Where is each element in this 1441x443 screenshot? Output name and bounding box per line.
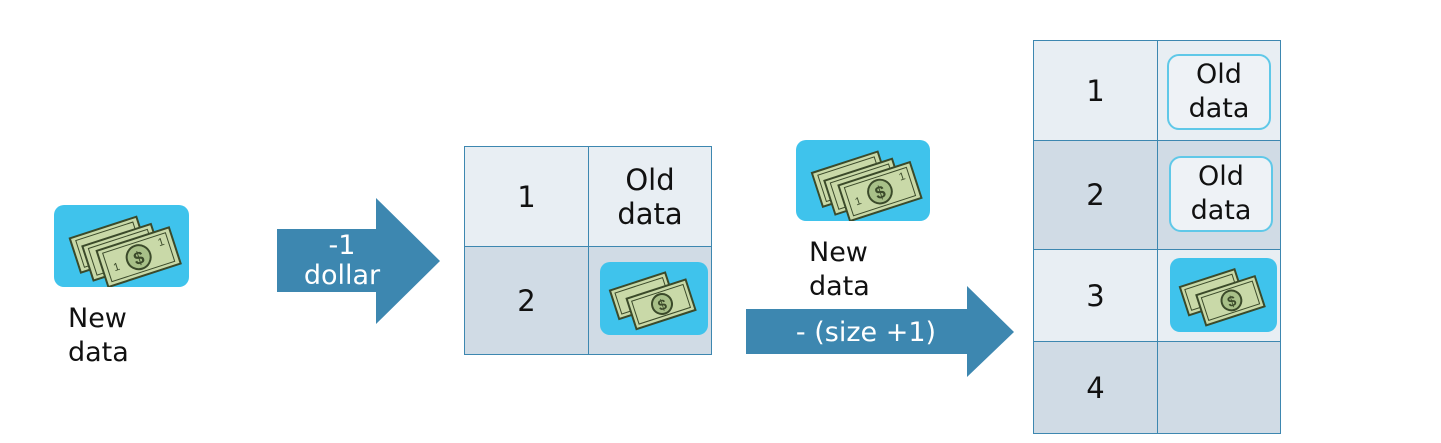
table-index-cell: 2 (1033, 140, 1158, 250)
table-index-cell: 4 (1033, 341, 1158, 434)
money-icon: $ 1 1 (54, 205, 189, 287)
new-data-label: New data (68, 303, 129, 368)
money-icon: $ (1170, 258, 1277, 332)
old-data-box: Old data (1167, 54, 1271, 130)
arrow-label: -1 dollar (303, 230, 381, 291)
right-arrow-icon (277, 198, 440, 324)
table-index-cell: 1 (1033, 40, 1158, 141)
svg-text:1: 1 (112, 261, 122, 274)
money-icon: $ 1 1 (796, 140, 930, 221)
cash-bills-icon: $ 1 1 (68, 215, 182, 287)
cash-bills-icon: $ (1178, 268, 1266, 327)
empty-cell (1157, 341, 1281, 434)
old-data-cell: Old data (588, 146, 712, 247)
cash-bills-icon: $ 1 1 (810, 150, 923, 221)
cash-bills-icon: $ (608, 271, 697, 331)
new-data-label: New data (809, 237, 870, 302)
table-index-cell: 1 (464, 146, 589, 247)
table-index-cell: 2 (464, 246, 589, 355)
arrow-label: - (size +1) (795, 317, 937, 348)
minus-one-dollar-arrow: -1 dollar (277, 198, 440, 324)
minus-size-plus-one-arrow: - (size +1) (746, 286, 1014, 377)
svg-text:1: 1 (156, 236, 166, 249)
money-icon: $ (600, 262, 708, 335)
svg-text:1: 1 (898, 170, 907, 183)
old-data-box: Old data (1169, 156, 1273, 232)
svg-text:1: 1 (854, 195, 863, 208)
table-index-cell: 3 (1033, 249, 1158, 342)
right-arrow-icon (746, 286, 1014, 377)
